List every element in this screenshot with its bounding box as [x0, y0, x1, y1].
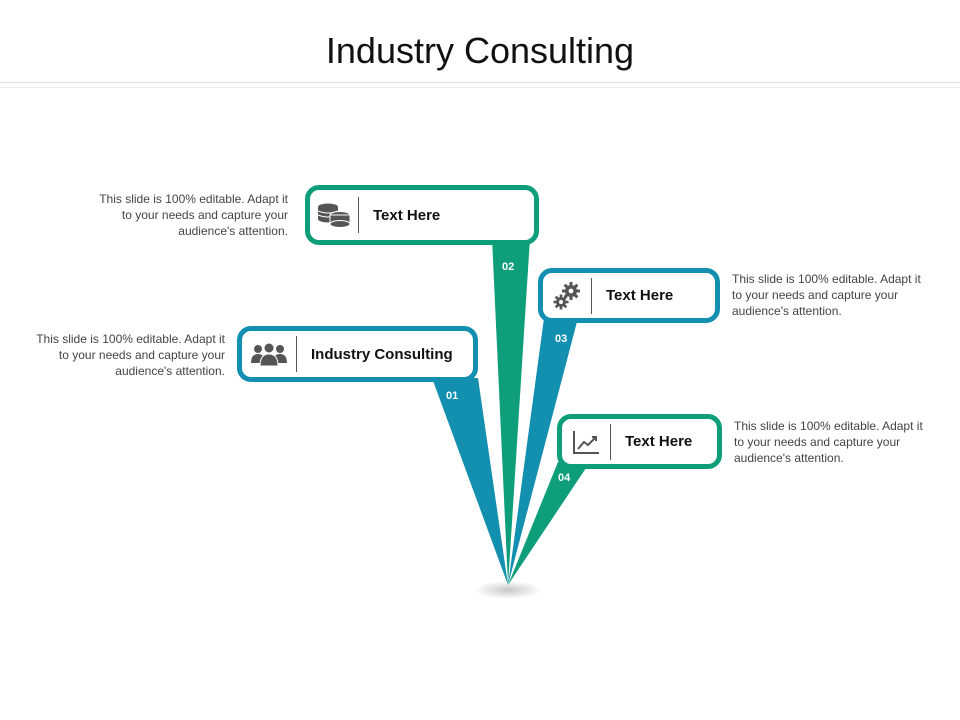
description-03: This slide is 100% editable. Adapt it to… — [732, 272, 921, 318]
step-number-03: 03 — [555, 333, 568, 345]
description-04: This slide is 100% editable. Adapt it to… — [734, 419, 923, 465]
step-number-02: 02 — [502, 261, 515, 273]
card-divider — [358, 197, 359, 233]
card-02: Text Here — [305, 185, 539, 245]
title-divider — [0, 82, 960, 88]
description-01: This slide is 100% editable. Adapt it to… — [36, 332, 225, 378]
card-divider — [610, 423, 611, 460]
coins-icon — [310, 190, 358, 240]
spoke-02 — [492, 238, 530, 585]
card-divider — [296, 336, 297, 372]
card-label: Text Here — [606, 287, 674, 304]
people-icon — [242, 331, 296, 377]
card-label: Industry Consulting — [311, 345, 453, 363]
step-number-01: 01 — [446, 390, 459, 402]
card-03: Text Here — [538, 268, 720, 323]
card-label: Text Here — [625, 433, 693, 450]
line-chart-icon — [562, 419, 610, 464]
gears-icon — [543, 273, 591, 318]
card-label: Text Here — [373, 206, 441, 224]
spoke-04 — [508, 462, 590, 585]
card-04: Text Here — [557, 414, 722, 469]
step-number-04: 04 — [558, 472, 571, 484]
description-02: This slide is 100% editable. Adapt it to… — [99, 192, 288, 238]
spoke-01 — [432, 378, 508, 585]
card-divider — [591, 277, 592, 314]
slide-title: Industry Consulting — [325, 30, 635, 71]
fan-base-shadow — [474, 581, 542, 599]
card-01: Industry Consulting — [237, 326, 478, 382]
spoke-03 — [508, 318, 578, 585]
